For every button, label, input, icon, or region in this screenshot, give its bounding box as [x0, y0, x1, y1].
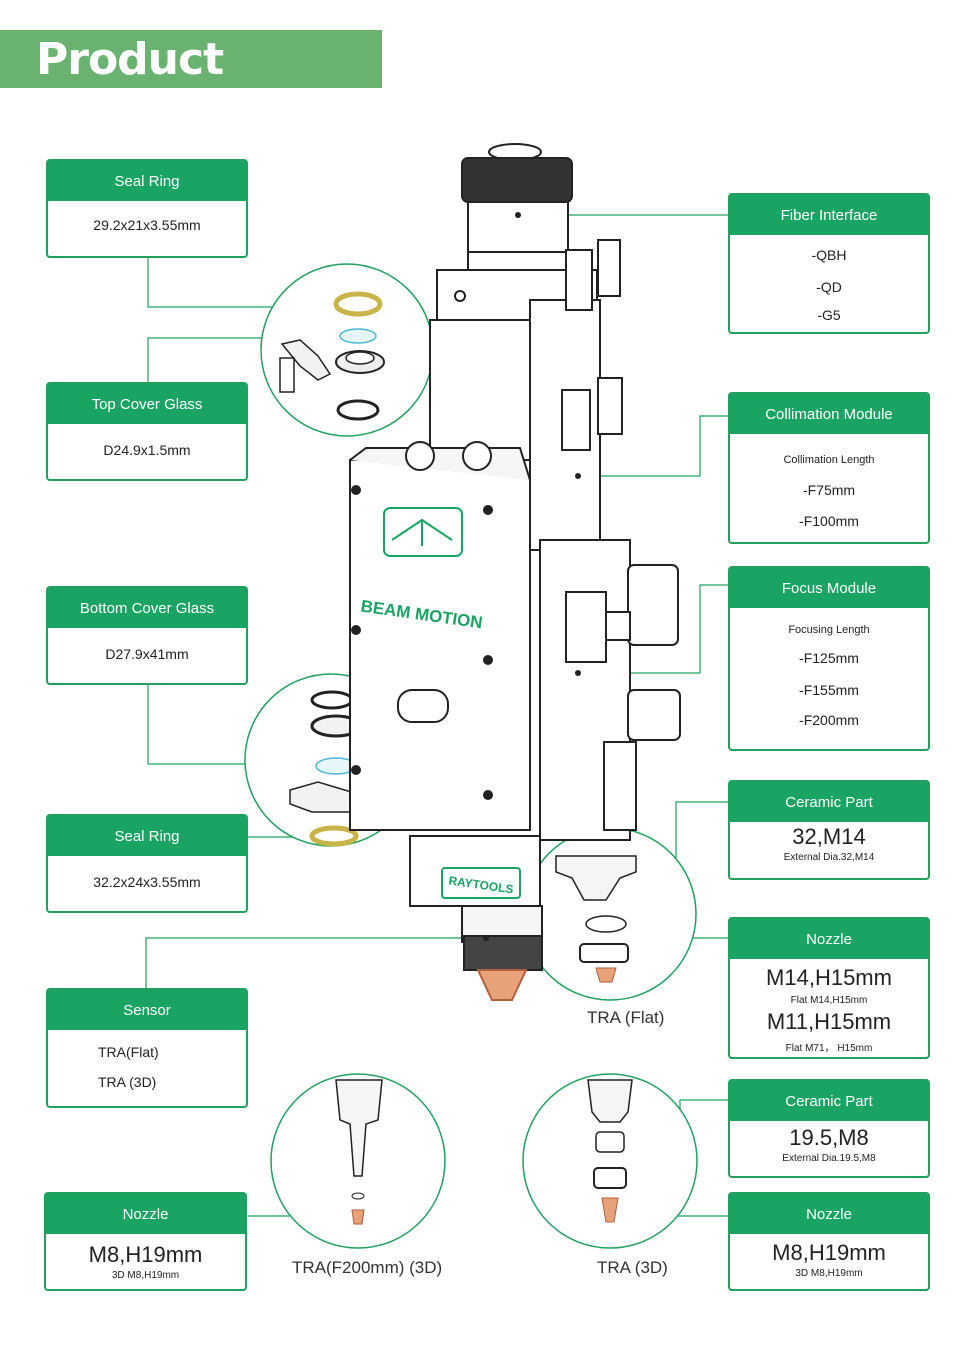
sensor-item: TRA (3D): [98, 1074, 157, 1090]
box-value: 32.2x24x3.55mm: [93, 874, 201, 890]
fiber-interface-box: Fiber Interface -QBH -QD -G5: [728, 193, 930, 334]
tra-3d-parts: [587, 1079, 633, 1223]
sensor-box: Sensor TRA(Flat) TRA (3D): [46, 988, 248, 1108]
nozzle-1-box: Nozzle M14,H15mm Flat M14,H15mm M11,H15m…: [728, 917, 930, 1059]
ceramic-value: 19.5,M8: [789, 1125, 869, 1150]
box-header: Focus Module: [730, 568, 928, 608]
sensor-item: TRA(Flat): [98, 1044, 159, 1060]
box-value: D27.9x41mm: [105, 646, 189, 662]
ceramic-sub: External Dia.19.5,M8: [782, 1153, 876, 1164]
box-header: Top Cover Glass: [48, 384, 246, 424]
box-header: Seal Ring: [48, 161, 246, 201]
focus-item: -F200mm: [799, 712, 859, 728]
fiber-item: -G5: [817, 307, 841, 323]
box-header: Ceramic Part: [730, 782, 928, 822]
box-value: D24.9x1.5mm: [103, 442, 191, 458]
nozzle-left-box: Nozzle M8,H19mm 3D M8,H19mm: [44, 1192, 247, 1291]
nozzle-value: M8,H19mm: [772, 1240, 886, 1265]
caption-tra-flat: TRA (Flat): [587, 1008, 665, 1027]
collimation-label: Collimation Length: [783, 454, 875, 466]
box-header: Ceramic Part: [730, 1081, 928, 1121]
ceramic-value: 32,M14: [792, 824, 866, 849]
box-header: Collimation Module: [730, 394, 928, 434]
box-header: Seal Ring: [48, 816, 246, 856]
collimation-item: -F100mm: [799, 513, 859, 529]
page-title: Product Details: [36, 34, 224, 136]
nozzle-sub: Flat M71， H15mm: [785, 1043, 873, 1054]
collimation-item: -F75mm: [802, 482, 856, 498]
focus-module-box: Focus Module Focusing Length -F125mm -F1…: [728, 566, 930, 751]
focus-label: Focusing Length: [788, 624, 870, 636]
fiber-item: -QD: [816, 279, 842, 295]
nozzle-value: M11,H15mm: [766, 1009, 892, 1034]
seal-ring-top-box: Seal Ring 29.2x21x3.55mm: [46, 159, 248, 258]
top-cover-glass-box: Top Cover Glass D24.9x1.5mm: [46, 382, 248, 481]
seal-ring-bottom-box: Seal Ring 32.2x24x3.55mm: [46, 814, 248, 913]
ceramic-part-1-box: Ceramic Part 32,M14 External Dia.32,M14: [728, 780, 930, 880]
seal-ring-top-part: [279, 291, 385, 421]
focus-item: -F155mm: [799, 682, 859, 698]
nozzle-sub: 3D M8,H19mm: [795, 1268, 863, 1279]
box-header: Fiber Interface: [730, 195, 928, 235]
box-header: Nozzle: [730, 919, 928, 959]
seal-ring-bottom-part: [289, 690, 362, 847]
box-header: Nozzle: [46, 1194, 245, 1234]
caption-tra-f200: TRA(F200mm) (3D): [292, 1258, 443, 1277]
fiber-item: -QBH: [811, 247, 847, 263]
nozzle-2-box: Nozzle M8,H19mm 3D M8,H19mm: [728, 1192, 930, 1291]
nozzle-sub: 3D M8,H19mm: [111, 1270, 180, 1281]
bottom-cover-glass-box: Bottom Cover Glass D27.9x41mm: [46, 586, 248, 685]
box-header: Nozzle: [730, 1194, 928, 1234]
cutting-head-drawing: [349, 143, 681, 1001]
caption-tra-3d: TRA (3D): [597, 1258, 668, 1277]
pointer-dots: [483, 212, 581, 941]
nozzle-sub: Flat M14,H15mm: [790, 995, 868, 1006]
tra-f200-parts: [335, 1079, 383, 1225]
ceramic-part-2-box: Ceramic Part 19.5,M8 External Dia.19.5,M…: [728, 1079, 930, 1178]
nozzle-value: M14,H15mm: [766, 965, 892, 990]
tra-flat-parts: [555, 855, 637, 983]
title-banner: Product Details: [0, 30, 382, 136]
collimation-module-box: Collimation Module Collimation Length -F…: [728, 392, 930, 544]
ceramic-sub: External Dia.32,M14: [783, 852, 875, 863]
box-value: 29.2x21x3.55mm: [93, 217, 201, 233]
box-header: Bottom Cover Glass: [48, 588, 246, 628]
box-header: Sensor: [48, 990, 246, 1030]
nozzle-value: M8,H19mm: [88, 1242, 203, 1267]
focus-item: -F125mm: [799, 650, 859, 666]
